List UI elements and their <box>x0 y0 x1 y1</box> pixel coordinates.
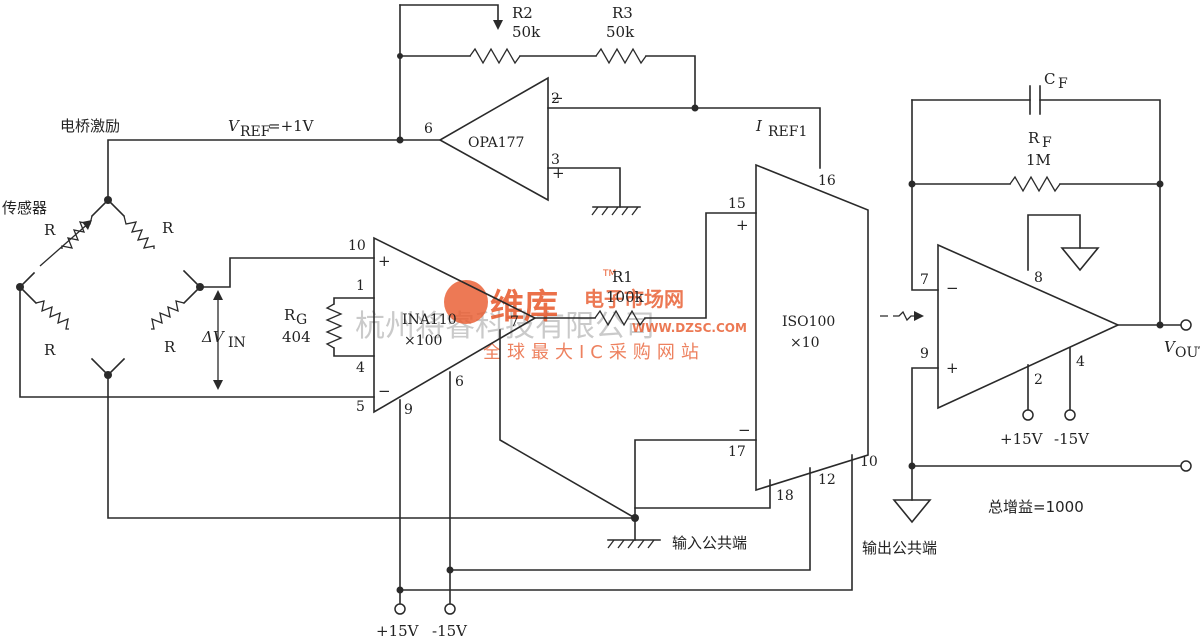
plus15-label: +15V <box>376 622 420 640</box>
out-plus15-label: +15V <box>1000 430 1044 448</box>
iso-label: ISO100 <box>782 314 835 330</box>
watermark-logo: 维库 <box>490 287 558 327</box>
watermark-company: 杭州将睿科技有限公司 <box>355 309 655 344</box>
opa-pin-6: 6 <box>424 121 433 137</box>
r1-value: 100k <box>606 288 645 306</box>
bridge-excitation-label: 电桥激励 <box>60 117 120 135</box>
rf-label: R <box>1028 129 1040 147</box>
ina-pin-5: 5 <box>356 399 365 415</box>
out-pin-9: 9 <box>920 346 929 362</box>
iref-label: I <box>755 117 763 135</box>
r3-label: R3 <box>612 4 633 22</box>
ina-label: INA110 <box>402 312 457 328</box>
minus15-terminal <box>444 603 456 615</box>
out-pin-8: 8 <box>1034 270 1043 286</box>
vout-label: V <box>1164 338 1177 356</box>
wheatstone-bridge: R R R R ΔV IN <box>16 196 636 519</box>
ina-pin-7: 7 <box>510 314 519 330</box>
r2-label: R2 <box>512 4 533 22</box>
iso-gain: ×10 <box>790 335 820 351</box>
opa177-label: OPA177 <box>468 135 524 151</box>
out-pin-7: 7 <box>920 272 929 288</box>
rf-sub: F <box>1042 135 1052 151</box>
iso-pin-17: 17 <box>728 444 746 460</box>
iso-pin-18: 18 <box>776 488 794 504</box>
svg-text:+: + <box>378 252 391 270</box>
sensor-label: 传感器 <box>2 199 47 217</box>
watermark-logo-icon <box>444 280 488 324</box>
vref-value: =+1V <box>268 117 315 135</box>
output-stage: C F R F 1M − + 7 9 8 2 4 输出公共端 总增益=1000 <box>862 70 1200 557</box>
ina110-amplifier: + − INA110 ×100 10 1 4 5 9 6 7 R G 404 R… <box>282 212 757 591</box>
watermark-red: 电子市场网 <box>584 287 684 311</box>
r1-label: R1 <box>612 268 633 286</box>
iso100-isolation-amplifier: + − ISO100 ×10 15 16 17 18 12 10 <box>399 163 924 591</box>
reference-section: R2 50k R3 50k OPA177 − + 2 3 6 V REF =+1… <box>228 4 821 216</box>
vout-terminal <box>1180 319 1192 331</box>
watermark-url: WWW.DZSC.COM <box>632 321 747 335</box>
bridge-r-br: R <box>164 338 176 356</box>
vref-sub: REF <box>240 124 271 140</box>
bridge-r-tl: R <box>44 221 56 239</box>
minus15-label: -15V <box>432 622 468 640</box>
svg-text:−: − <box>946 279 959 297</box>
ina-gain: ×100 <box>404 333 442 349</box>
pin8-ground-icon <box>1060 247 1100 272</box>
watermark-tm: TM <box>602 269 616 279</box>
cf-sub: F <box>1058 76 1068 92</box>
input-common-label: 输入公共端 <box>672 534 747 552</box>
out-pin-4: 4 <box>1076 354 1085 370</box>
svg-text:−: − <box>738 421 751 439</box>
iso-pin-12: 12 <box>818 472 836 488</box>
ina-pin-9: 9 <box>404 402 413 418</box>
dvin-label: ΔV <box>201 328 226 346</box>
svg-text:+: + <box>946 359 959 377</box>
ina-pin-1: 1 <box>356 278 365 294</box>
supply-terminals: +15V -15V <box>376 566 468 640</box>
iso-pin-15: 15 <box>728 196 746 212</box>
common-output-terminal <box>1180 460 1192 472</box>
opa177-amplifier <box>438 76 549 202</box>
bridge-r-bl: R <box>44 341 56 359</box>
vout-sub: OUT <box>1175 345 1200 361</box>
vref-label: V <box>228 117 241 135</box>
out-minus15-label: -15V <box>1054 430 1090 448</box>
r3-value: 50k <box>606 23 635 41</box>
plus15-terminal <box>394 603 406 615</box>
svg-text:+: + <box>736 216 749 234</box>
iso-pin-16: 16 <box>818 173 836 189</box>
cf-label: C <box>1044 70 1055 88</box>
out-pin-2: 2 <box>1034 372 1043 388</box>
total-gain-label: 总增益=1000 <box>988 498 1084 516</box>
r2-value: 50k <box>512 23 541 41</box>
bridge-r-tr: R <box>162 219 174 237</box>
input-common-ground: 输入公共端 <box>607 514 747 552</box>
rg-label: R <box>284 306 296 324</box>
svg-text:−: − <box>378 382 391 400</box>
opa-pin-3: 3 <box>551 152 560 168</box>
ina-pin-6: 6 <box>455 374 464 390</box>
iref-sub: REF1 <box>768 124 807 140</box>
iso-pin-10: 10 <box>860 454 878 470</box>
output-common-label: 输出公共端 <box>862 539 937 557</box>
ina-pin-4: 4 <box>356 360 365 376</box>
dvin-sub: IN <box>228 335 246 351</box>
rf-value: 1M <box>1026 151 1051 169</box>
rg-sub: G <box>296 312 307 328</box>
rg-value: 404 <box>282 328 311 346</box>
opa-pin-2: 2 <box>551 91 560 107</box>
ina-pin-10: 10 <box>348 238 366 254</box>
watermark: 杭州将睿科技有限公司 维库 TM 电子市场网 WWW.DZSC.COM 全球最大… <box>355 269 747 363</box>
output-common-ground-icon <box>892 499 932 524</box>
svg-text:−: − <box>551 89 564 107</box>
watermark-sub: 全球最大IC采购网站 <box>483 342 705 363</box>
